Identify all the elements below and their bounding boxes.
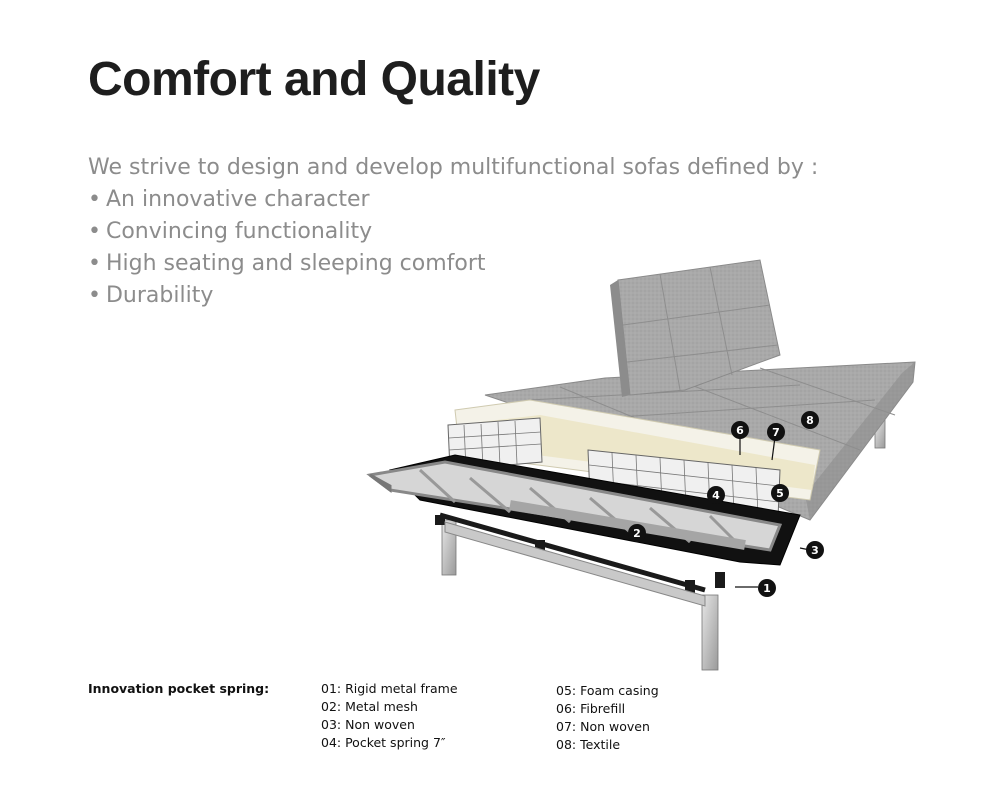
marker-6: 6 xyxy=(731,421,749,439)
legend-item: 05: Foam casing xyxy=(556,683,659,698)
feature-item: An innovative character xyxy=(88,184,818,216)
legend-column-1: 01: Rigid metal frame 02: Metal mesh 03:… xyxy=(321,680,458,752)
backrest xyxy=(610,259,781,397)
metal-frame-and-mesh xyxy=(366,460,783,607)
marker-8-label: 8 xyxy=(806,414,814,427)
page-title: Comfort and Quality xyxy=(88,53,540,106)
marker-7: 7 xyxy=(767,423,785,441)
legend-item: 04: Pocket spring 7″ xyxy=(321,735,446,750)
intro-lead: We strive to design and develop multifun… xyxy=(88,155,819,180)
legend-item: 02: Metal mesh xyxy=(321,699,418,714)
legend-item: 01: Rigid metal frame xyxy=(321,681,458,696)
marker-1: 1 xyxy=(758,579,776,597)
legend-item: 08: Textile xyxy=(556,737,621,752)
legend-item: 07: Non woven xyxy=(556,719,650,734)
marker-3: 3 xyxy=(806,541,824,559)
marker-1-label: 1 xyxy=(763,582,771,595)
marker-8: 8 xyxy=(801,411,819,429)
legend-item: 06: Fibrefill xyxy=(556,701,626,716)
marker-2-label: 2 xyxy=(633,527,641,540)
legend-column-2: 05: Foam casing 06: Fibrefill 07: Non wo… xyxy=(556,682,659,754)
feature-list: An innovative character Convincing funct… xyxy=(88,184,818,312)
intro-block: We strive to design and develop multifun… xyxy=(88,152,818,312)
marker-5: 5 xyxy=(771,484,789,502)
sofa-cutaway-diagram: 1 2 3 4 5 6 7 8 xyxy=(366,259,916,671)
marker-4: 4 xyxy=(707,486,725,504)
legend-item: 03: Non woven xyxy=(321,717,415,732)
marker-7-label: 7 xyxy=(772,426,780,439)
feature-item: Durability xyxy=(88,280,818,312)
marker-4-label: 4 xyxy=(712,489,720,502)
marker-5-label: 5 xyxy=(776,487,784,500)
legend-title: Innovation pocket spring: xyxy=(88,681,270,696)
marker-6-label: 6 xyxy=(736,424,744,437)
feature-item: Convincing functionality xyxy=(88,216,818,248)
feature-item: High seating and sleeping comfort xyxy=(88,248,818,280)
marker-2: 2 xyxy=(628,524,646,542)
marker-3-label: 3 xyxy=(811,544,819,557)
